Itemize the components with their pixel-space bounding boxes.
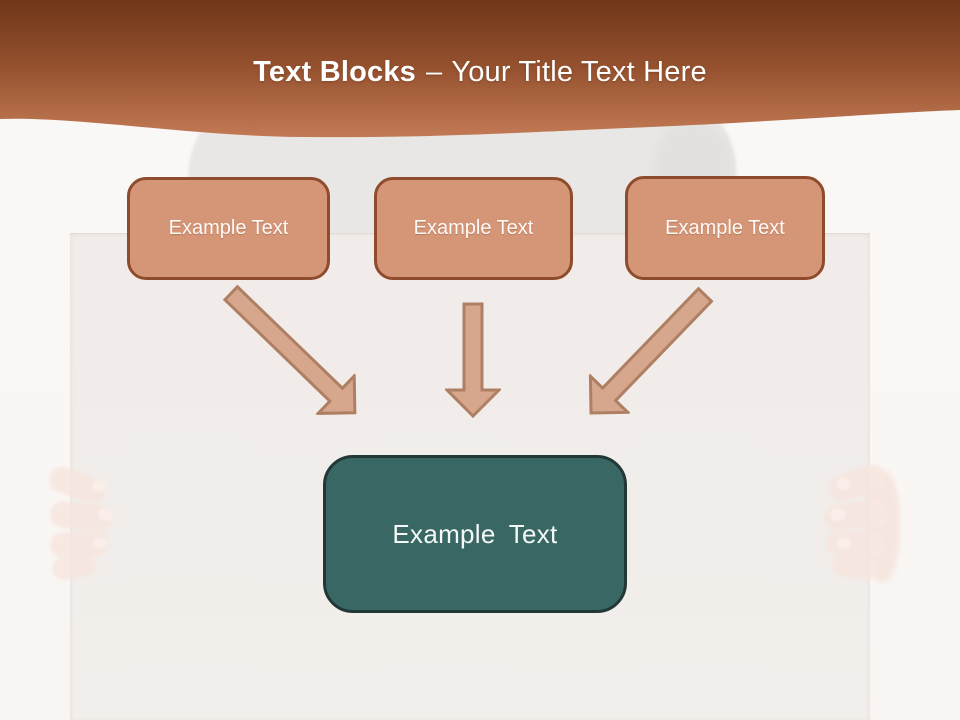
slide-title: Text Blocks–Your Title Text Here — [0, 56, 960, 89]
fingernail — [92, 480, 107, 492]
text-block-1-label: Example Text — [168, 217, 289, 239]
text-block-3-label: Example Text — [665, 216, 785, 239]
result-block: Example Text — [323, 455, 627, 613]
text-block-2-label: Example Text — [413, 217, 534, 239]
text-block-2: Example Text — [374, 177, 573, 280]
fingernail — [836, 537, 851, 549]
text-block-1: Example Text — [127, 177, 330, 280]
arrow-down-icon — [445, 302, 501, 418]
title-dash: – — [426, 56, 443, 88]
header-wave — [0, 0, 960, 138]
arrow-down-left-icon — [588, 286, 714, 415]
text-block-3: Example Text — [625, 176, 825, 280]
arrow-down-right-icon — [222, 284, 357, 415]
finger — [825, 530, 885, 559]
fingernail — [98, 508, 114, 521]
result-block-label: Example Text — [392, 518, 558, 549]
fingernail — [830, 508, 846, 521]
title-bold-text: Text Blocks — [253, 56, 416, 88]
fingernail — [836, 478, 851, 490]
title-regular-text: Your Title Text Here — [451, 56, 707, 88]
fingernail — [92, 537, 107, 549]
